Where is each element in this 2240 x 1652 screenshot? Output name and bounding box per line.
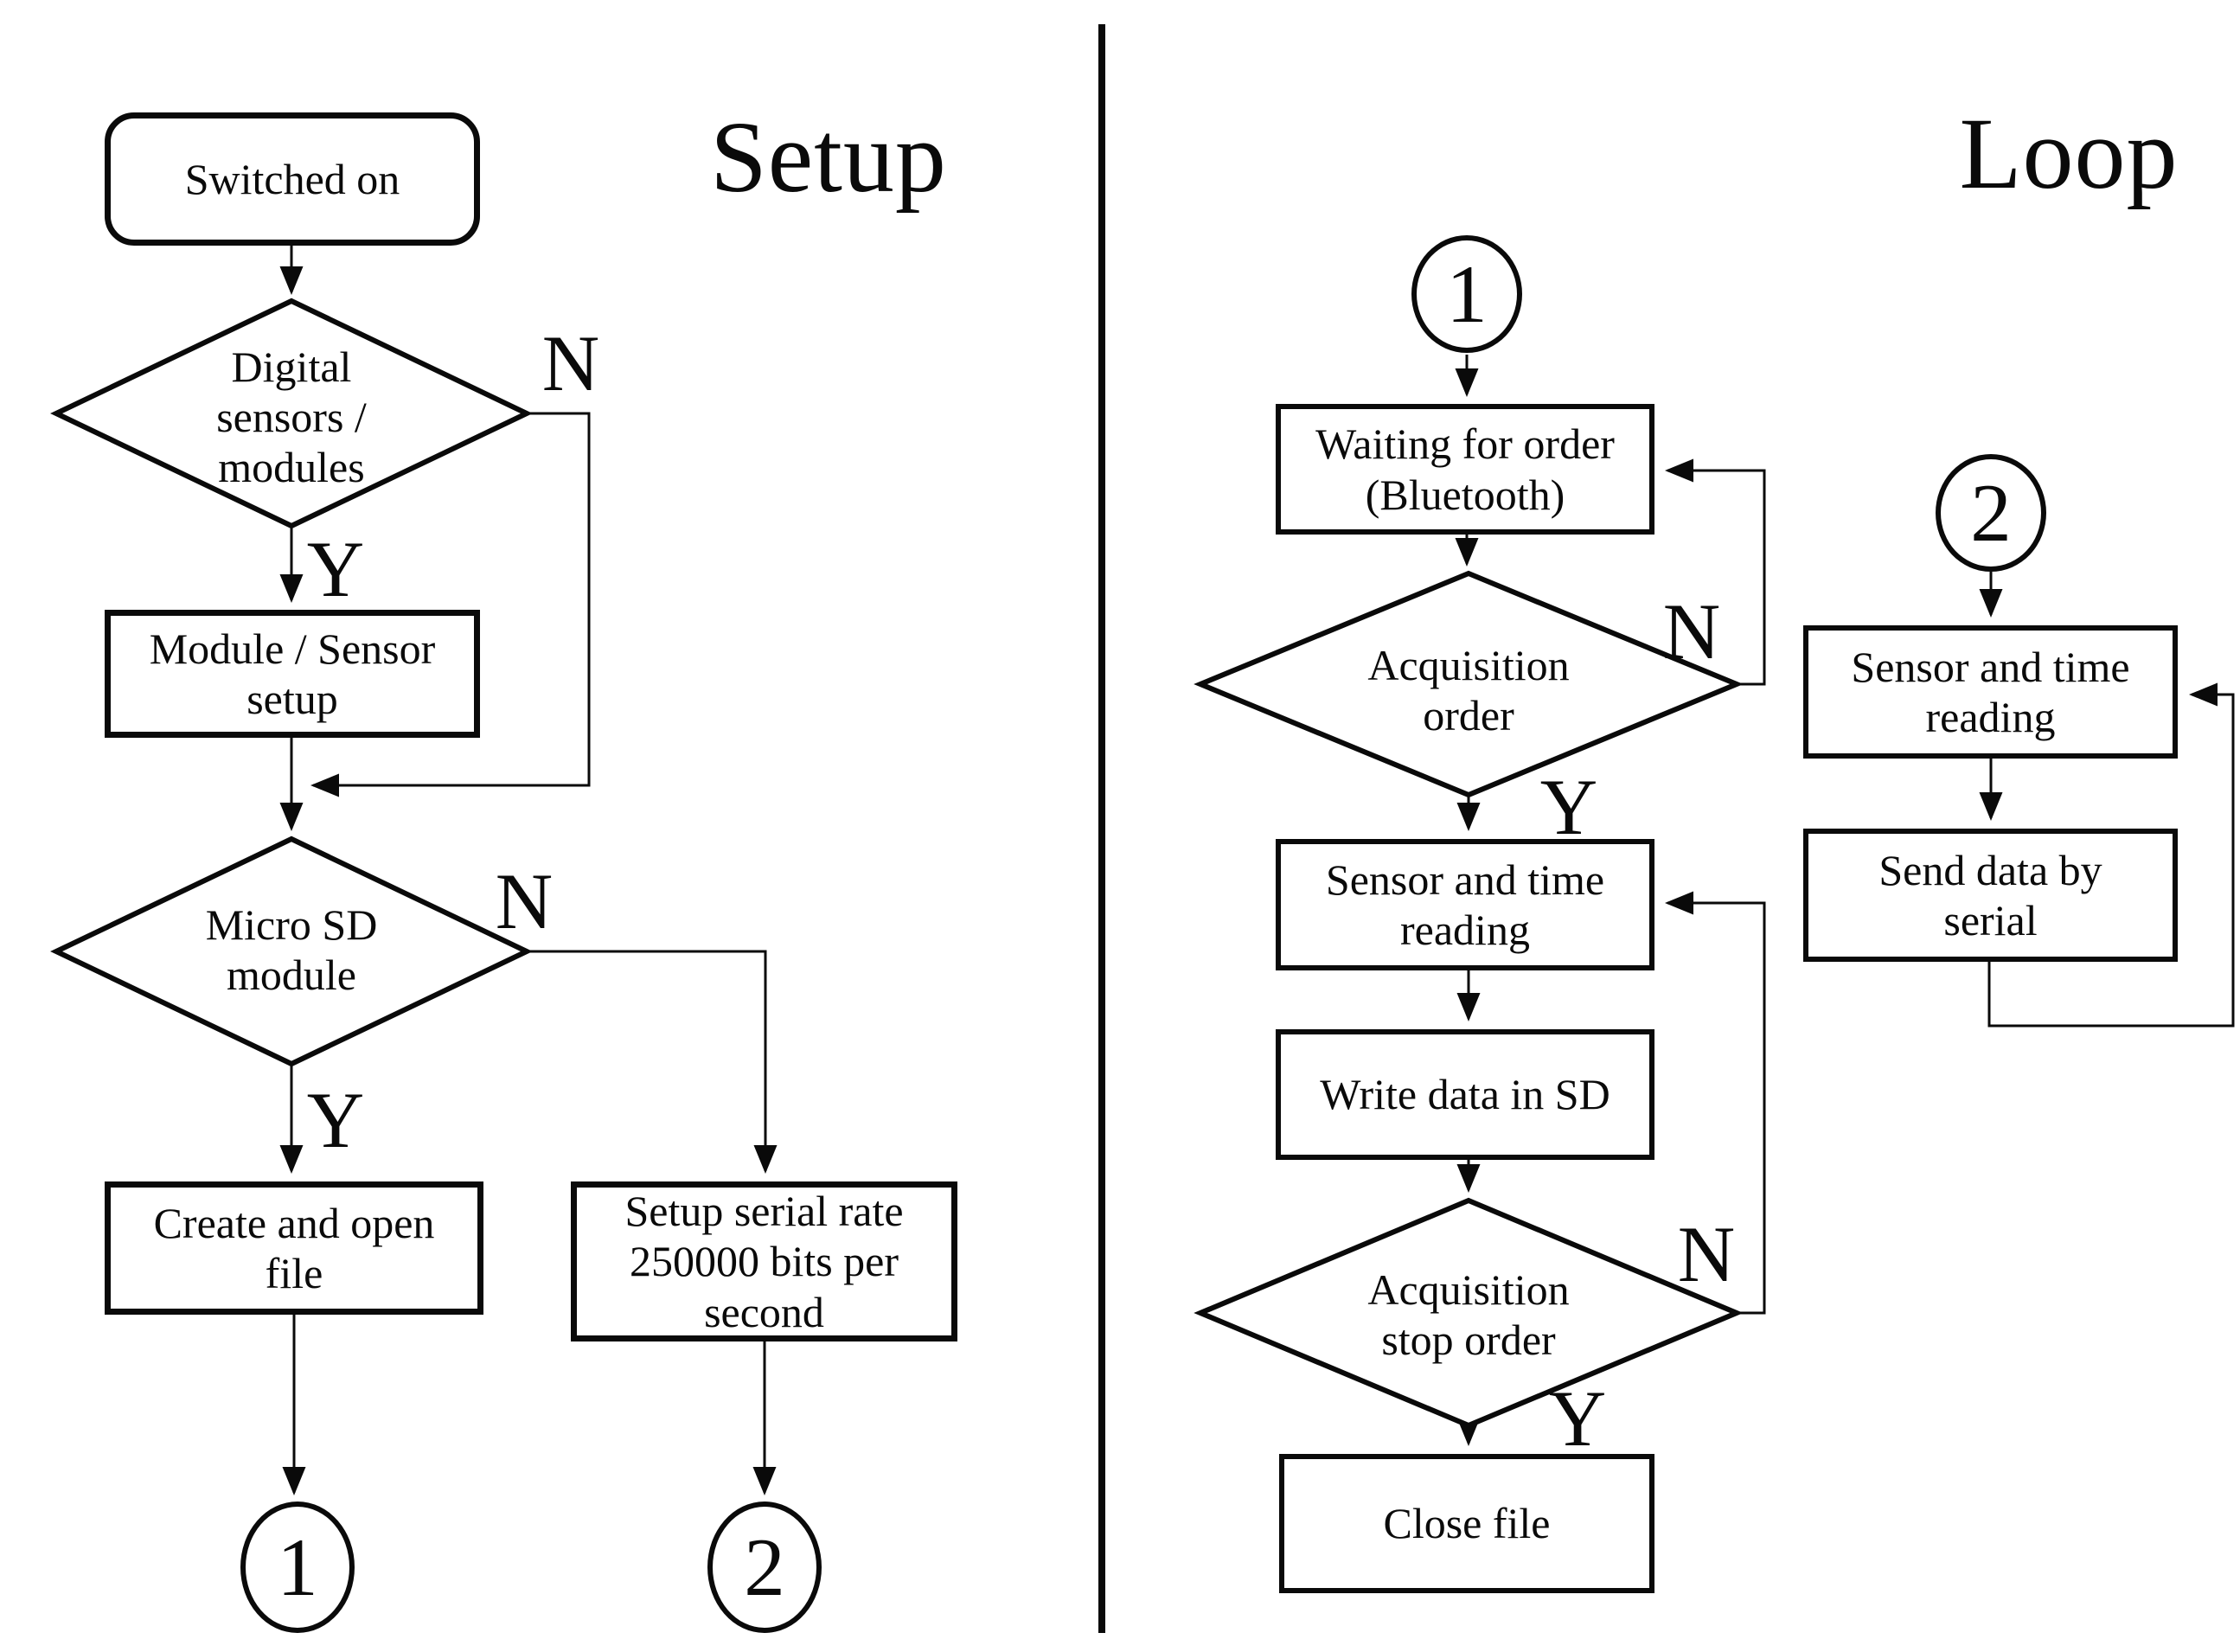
label-yes-digital: Y bbox=[306, 525, 365, 613]
offpage-connector-1-left: 1 bbox=[240, 1502, 355, 1633]
offpage-connector-2-right: 2 bbox=[1936, 454, 2046, 572]
edge-digital-no-return bbox=[310, 412, 591, 797]
process-sensor-time-reading: Sensor and time reading bbox=[1276, 839, 1654, 970]
decision-digital-sensors-label: Digital sensors / modules bbox=[216, 343, 367, 491]
offpage-connector-2-left: 2 bbox=[707, 1502, 822, 1633]
decision-acquisition-order-shape bbox=[1194, 570, 1744, 798]
process-close-file: Close file bbox=[1279, 1454, 1654, 1593]
decision-acquisition-stop-label: Acquisition stop order bbox=[1367, 1265, 1570, 1364]
decision-micro-sd-shape bbox=[50, 836, 533, 1067]
edge-acq-no-return bbox=[1665, 458, 1766, 686]
label-no-acq: N bbox=[1662, 587, 1721, 676]
section-title-setup: Setup bbox=[710, 100, 947, 214]
label-no-stop: N bbox=[1677, 1210, 1736, 1298]
label-no-digital: N bbox=[541, 319, 600, 407]
label-yes-acq: Y bbox=[1539, 763, 1598, 851]
decision-digital-sensors-shape bbox=[50, 298, 533, 529]
edge-send-loopback bbox=[1987, 682, 2235, 1028]
process-write-data-sd: Write data in SD bbox=[1276, 1029, 1654, 1160]
decision-acquisition-stop-shape bbox=[1194, 1197, 1744, 1429]
start-node-switched-on: Switched on bbox=[105, 112, 480, 246]
process-create-open-file: Create and open file bbox=[105, 1181, 483, 1315]
process-sensor-time-reading-2: Sensor and time reading bbox=[1803, 625, 2178, 759]
edge-sd-no-to-serial bbox=[527, 950, 778, 1174]
label-yes-stop: Y bbox=[1548, 1374, 1607, 1463]
process-waiting-order: Waiting for order (Bluetooth) bbox=[1276, 404, 1654, 535]
offpage-connector-1-right: 1 bbox=[1411, 235, 1522, 353]
section-title-loop: Loop bbox=[1959, 97, 2179, 210]
decision-acquisition-order-label: Acquisition order bbox=[1367, 641, 1570, 740]
decision-micro-sd-label: Micro SD module bbox=[205, 900, 378, 999]
edge-stop-no-return bbox=[1665, 891, 1766, 1315]
process-module-sensor-setup: Module / Sensor setup bbox=[105, 610, 480, 738]
process-send-data-serial: Send data by serial bbox=[1803, 829, 2178, 962]
label-yes-sd: Y bbox=[306, 1076, 365, 1164]
process-setup-serial-rate: Setup serial rate 250000 bits per second bbox=[571, 1181, 957, 1341]
label-no-sd: N bbox=[495, 857, 554, 945]
